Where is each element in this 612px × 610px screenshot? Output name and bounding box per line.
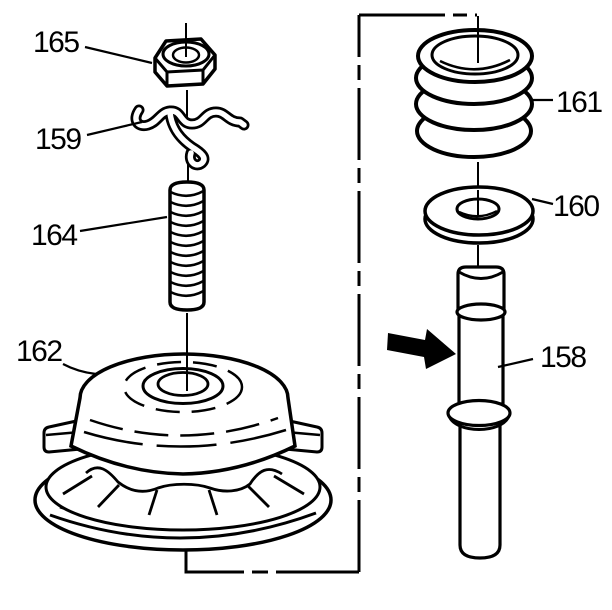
leader-165	[84, 45, 153, 65]
callout-160: 160	[553, 190, 600, 223]
callout-159: 159	[35, 123, 82, 156]
assembly-boundary-line	[184, 13, 477, 574]
leader-160	[531, 197, 554, 206]
rod-top-cap	[456, 265, 506, 310]
callout-165: 165	[33, 26, 80, 59]
jounce-bumper-drawing	[414, 28, 534, 159]
shock-rod-drawing	[446, 265, 512, 560]
strut-mount-drawing	[33, 352, 333, 552]
callout-164: 164	[31, 219, 78, 252]
leader-159	[86, 120, 143, 137]
direction-arrow-icon	[387, 329, 456, 369]
threaded-stud-drawing	[168, 180, 206, 312]
callout-158: 158	[540, 341, 587, 374]
retainer-clip-drawing	[130, 104, 250, 171]
leader-158	[497, 357, 534, 369]
leader-164	[79, 215, 168, 233]
rod-collar	[446, 398, 512, 428]
leader-lines	[62, 45, 554, 376]
callout-161: 161	[556, 86, 603, 119]
leader-162	[62, 363, 97, 376]
callout-162: 162	[16, 335, 63, 368]
